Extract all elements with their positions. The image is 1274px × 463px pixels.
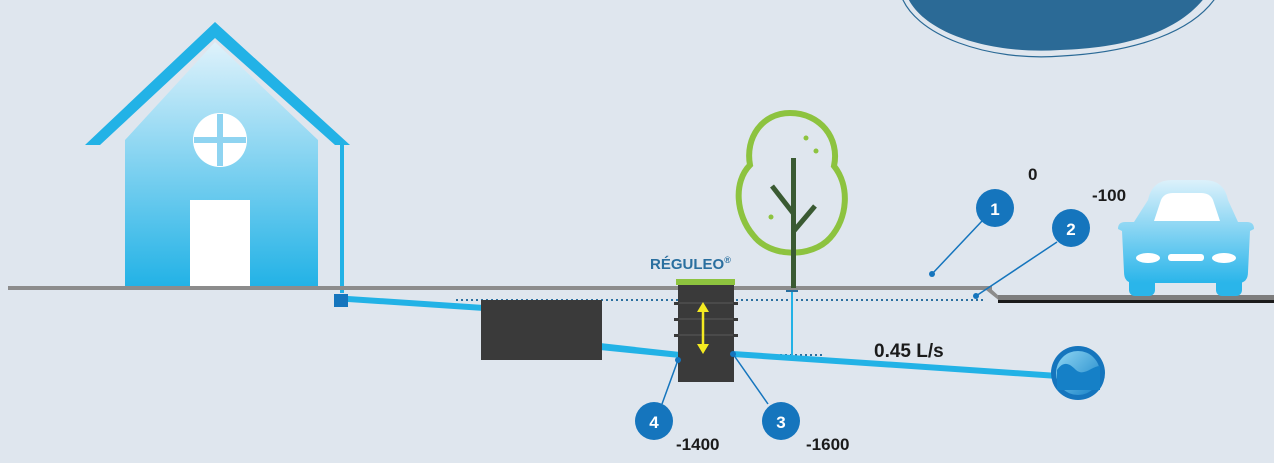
round-window-icon (193, 113, 247, 167)
svg-text:1: 1 (990, 200, 999, 219)
cloud-icon (902, 0, 1215, 58)
marker-2-leader (975, 241, 1058, 297)
depth-indicator (786, 290, 798, 355)
house-icon (85, 22, 350, 287)
level-arrow-icon (697, 302, 709, 354)
marker-4-leader (661, 359, 679, 405)
storage-tank (481, 300, 602, 360)
marker-4: 4 (635, 402, 673, 440)
road-surface (998, 295, 1274, 303)
level-label-3: -1600 (806, 435, 849, 454)
downspout (334, 145, 348, 307)
level-label-2: -100 (1092, 186, 1126, 205)
pipe-tank-to-reguleo (600, 343, 680, 358)
marker-1: 1 (976, 189, 1014, 227)
flow-rate-label: 0.45 L/s (874, 341, 944, 362)
marker-1-leader (931, 220, 983, 275)
level-label-4: -1400 (676, 435, 719, 454)
tree-icon (735, 109, 848, 288)
pipe-downspout-to-tank (348, 296, 484, 311)
reguleo-device (674, 279, 738, 382)
svg-text:2: 2 (1066, 220, 1075, 239)
marker-2: 2 (1052, 209, 1090, 247)
level-label-1: 0 (1028, 165, 1037, 184)
product-label: RÉGULEO® (650, 255, 731, 273)
outlet-pipe-icon (1051, 346, 1105, 400)
svg-text:3: 3 (776, 413, 785, 432)
device-ribs (674, 302, 738, 337)
car-icon (1118, 180, 1254, 296)
svg-text:4: 4 (649, 413, 659, 432)
pipe-outlet (733, 351, 1058, 379)
ground-line (8, 286, 1001, 302)
marker-3: 3 (762, 402, 800, 440)
marker-3-leader (732, 353, 769, 405)
